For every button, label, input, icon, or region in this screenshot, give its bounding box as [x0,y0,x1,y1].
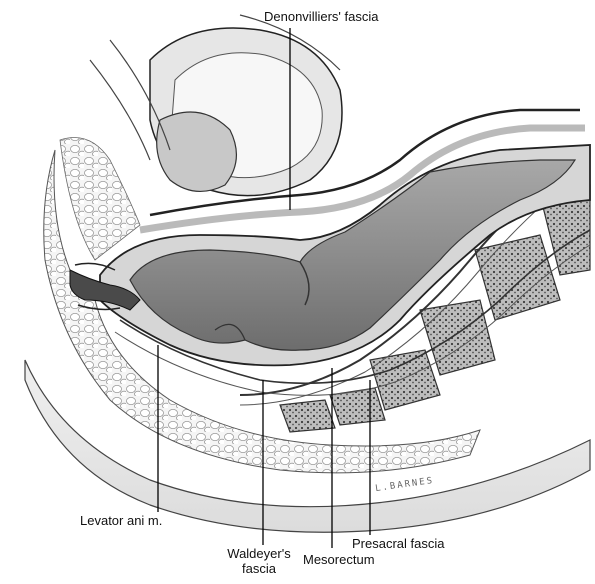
label-denonvilliers-fascia: Denonvilliers' fascia [264,9,378,24]
label-presacral-fascia: Presacral fascia [352,536,444,551]
perirectal-fat-upper [60,138,140,261]
label-waldeyers-fascia: Waldeyer's fascia [214,546,304,576]
label-mesorectum: Mesorectum [303,552,375,567]
label-levator-ani: Levator ani m. [80,513,162,528]
